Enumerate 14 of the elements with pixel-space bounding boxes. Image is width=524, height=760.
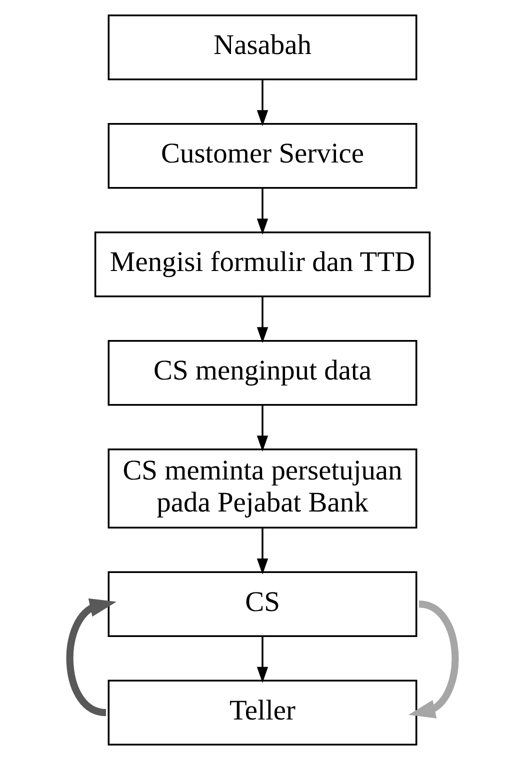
arrow — [256, 636, 268, 683]
arrow — [256, 296, 268, 344]
node-box: Customer Service — [107, 123, 417, 189]
arrow — [408, 600, 458, 718]
arrow — [256, 405, 268, 452]
node-box: Nasabah — [107, 14, 417, 80]
arrow — [256, 528, 268, 575]
node-box: CS — [107, 571, 417, 637]
node-box: CS menginput data — [107, 340, 417, 406]
node-box: CS meminta persetujuan pada Pejabat Bank — [107, 448, 417, 529]
arrow — [256, 80, 268, 126]
node-box: Mengisi formulir dan TTD — [94, 231, 430, 298]
node-box: Teller — [107, 680, 417, 746]
arrow — [256, 188, 268, 235]
